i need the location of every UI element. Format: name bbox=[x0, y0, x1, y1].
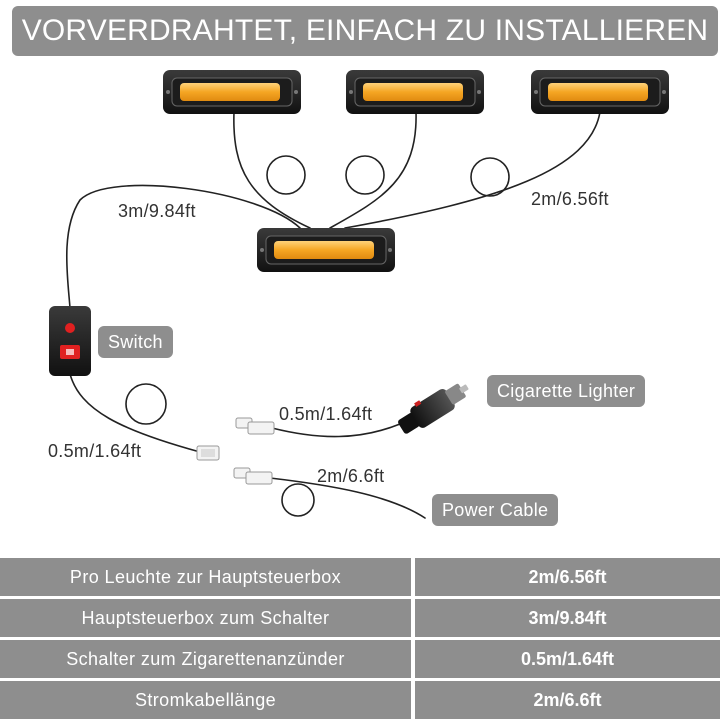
table-cell-value: 2m/6.56ft bbox=[415, 558, 720, 596]
cable-length-label-switch-out: 0.5m/1.64ft bbox=[48, 441, 142, 461]
cable-coil-2 bbox=[345, 155, 385, 195]
led-light-3 bbox=[531, 70, 669, 114]
page-title: VORVERDRAHTET, EINFACH ZU INSTALLIEREN bbox=[21, 14, 709, 47]
title-banner: VORVERDRAHTET, EINFACH ZU INSTALLIEREN bbox=[12, 6, 718, 56]
cable-length-label-lighter: 0.5m/1.64ft bbox=[279, 404, 373, 424]
cable-length-label-power: 2m/6.6ft bbox=[317, 466, 385, 486]
table-cell-label: Pro Leuchte zur Hauptsteuerbox bbox=[0, 558, 411, 596]
cable-coil-switch bbox=[125, 383, 167, 425]
cable-light-2 bbox=[329, 111, 417, 229]
led-light-1 bbox=[163, 70, 301, 114]
cable-power bbox=[269, 477, 426, 519]
table-row: Stromkabellänge 2m/6.6ft bbox=[0, 681, 720, 719]
cable-lighter bbox=[271, 423, 401, 438]
cable-switch-out bbox=[69, 373, 201, 453]
table-cell-value: 3m/9.84ft bbox=[415, 599, 720, 637]
power-cable-label: Power Cable bbox=[432, 494, 559, 526]
cable-length-label-main-to-switch: 3m/9.84ft bbox=[118, 201, 196, 221]
led-light-2 bbox=[346, 70, 484, 114]
table-row: Schalter zum Zigarettenanzünder 0.5m/1.6… bbox=[0, 640, 720, 678]
led-light-main bbox=[257, 228, 395, 272]
cable-light-1 bbox=[233, 111, 311, 229]
cable-main-to-switch bbox=[65, 184, 301, 309]
switch-indicator-icon bbox=[65, 323, 75, 333]
connector-power bbox=[233, 467, 273, 485]
cigarette-lighter-plug bbox=[398, 383, 469, 434]
cable-coil-3 bbox=[470, 157, 510, 197]
switch-box bbox=[49, 306, 91, 376]
connector-lighter bbox=[235, 417, 275, 435]
cable-light-3 bbox=[344, 111, 601, 229]
table-cell-label: Hauptsteuerbox zum Schalter bbox=[0, 599, 411, 637]
table-row: Pro Leuchte zur Hauptsteuerbox 2m/6.56ft bbox=[0, 558, 720, 596]
cable-length-label-light-to-main: 2m/6.56ft bbox=[531, 189, 609, 209]
connector-switch-out bbox=[196, 445, 220, 461]
wiring-diagram bbox=[49, 70, 669, 519]
cable-length-table: Pro Leuchte zur Hauptsteuerbox 2m/6.56ft… bbox=[0, 558, 720, 720]
cable-coil-power bbox=[281, 483, 315, 517]
table-cell-label: Schalter zum Zigarettenanzünder bbox=[0, 640, 411, 678]
table-row: Hauptsteuerbox zum Schalter 3m/9.84ft bbox=[0, 599, 720, 637]
cable-coil-1 bbox=[266, 155, 306, 195]
table-cell-value: 0.5m/1.64ft bbox=[415, 640, 720, 678]
cigarette-lighter-label: Cigarette Lighter bbox=[487, 375, 646, 407]
table-cell-label: Stromkabellänge bbox=[0, 681, 411, 719]
table-cell-value: 2m/6.6ft bbox=[415, 681, 720, 719]
switch-label: Switch bbox=[98, 326, 173, 358]
